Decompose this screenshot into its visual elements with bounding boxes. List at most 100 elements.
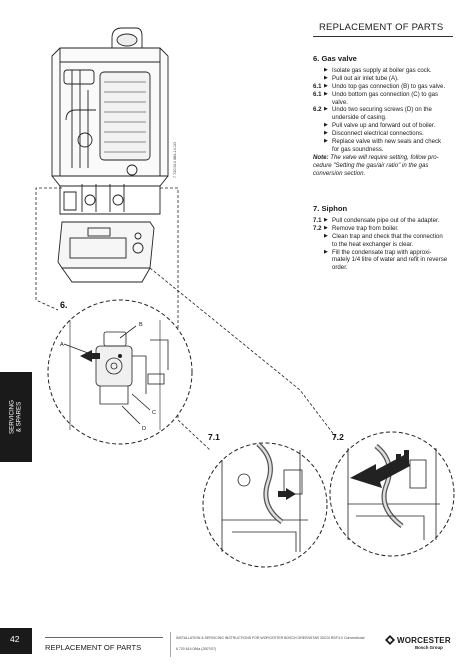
- step-text: Fill the condensate trap with approxi-: [332, 248, 432, 256]
- step-text: valve.: [332, 98, 348, 106]
- step-text: Remove trap from boiler.: [332, 224, 399, 232]
- step-line: 7.1▶ Pull condensate pipe out of the adap…: [313, 217, 455, 225]
- footer-document-code: 6 720 614 084a (2007/07): [176, 647, 217, 651]
- footer-rule: [45, 637, 163, 638]
- pull-arrow: [278, 488, 296, 500]
- step-line: valve.: [313, 99, 455, 107]
- detail-72-label: 7.2: [332, 432, 344, 442]
- callout-line-6: [35, 187, 62, 311]
- callout-line-72: [149, 267, 339, 441]
- step-line: ▶ Clean trap and check that the connectio…: [313, 233, 455, 241]
- step-line: 6.1▶ Undo bottom gas connection (C) to ga…: [313, 91, 455, 99]
- worcester-logo-icon: [385, 635, 395, 645]
- step-line: ▶ Isolate gas supply at boiler gas cock.: [313, 67, 455, 75]
- section-gas-valve: 6. Gas valve ▶ Isolate gas supply at boil…: [313, 55, 455, 178]
- bullet-triangle-icon: ▶: [324, 106, 328, 113]
- brand-subtitle: Bosch Group: [415, 645, 443, 650]
- step-text: Pull out air inlet tube (A).: [332, 74, 399, 82]
- detail-6-label: 6.: [60, 300, 68, 310]
- footer-section-title: REPLACEMENT OF PARTS: [45, 643, 142, 652]
- removal-arrow: [80, 350, 100, 362]
- page-header-title: REPLACEMENT OF PARTS: [319, 22, 444, 33]
- step-line: 7.2▶ Remove trap from boiler.: [313, 225, 455, 233]
- figure-reference: 7 720 614 084-14.1O: [173, 142, 177, 178]
- worcester-logo: WORCESTER Bosch Group: [385, 635, 451, 650]
- section-heading-siphon: 7. Siphon: [313, 204, 348, 213]
- step-line: underside of casing.: [313, 114, 455, 122]
- bullet-triangle-icon: ▶: [324, 138, 328, 145]
- label-b: B: [139, 322, 143, 328]
- step-line: ▶ Disconnect electrical connections.: [313, 130, 455, 138]
- flue-collar: [116, 33, 138, 47]
- label-c: C: [152, 410, 156, 416]
- step-text: to the heat exchanger is clear.: [332, 240, 414, 248]
- step-line: 6.2▶ Undo two securing screws (D) on the: [313, 106, 455, 114]
- step-number: 6.1: [313, 90, 322, 98]
- bullet-triangle-icon: ▶: [324, 90, 328, 97]
- bullet-triangle-icon: ▶: [324, 248, 328, 255]
- step-line: ▶ Pull out air inlet tube (A).: [313, 75, 455, 83]
- step-text: Disconnect electrical connections.: [332, 130, 424, 138]
- step-text: Pull valve up and forward out of boiler.: [332, 122, 436, 130]
- bullet-triangle-icon: ▶: [324, 130, 328, 137]
- bullet-triangle-icon: ▶: [324, 122, 328, 129]
- step-text: mately 1/4 litre of water and refit in r…: [332, 256, 448, 264]
- step-text: Replace valve with new seals and check: [332, 138, 442, 146]
- label-d: D: [142, 426, 146, 432]
- note-line: conversion section.: [313, 169, 366, 177]
- step-line: for gas soundness.: [313, 146, 455, 154]
- internal-pipes: [65, 70, 96, 168]
- page-number: 42: [10, 634, 20, 644]
- step-text: for gas soundness.: [332, 145, 384, 153]
- heat-exchanger: [99, 71, 151, 161]
- gas-valve-note: Note: The valve will require setting, fo…: [313, 154, 455, 178]
- gas-valve-body: [95, 345, 133, 387]
- detail-72-circle: [329, 431, 455, 557]
- step-number: 7.2: [313, 224, 322, 232]
- side-tab: SERVICING & SPARES: [0, 372, 32, 462]
- detail-71-label: 7.1: [208, 432, 220, 442]
- expansion-vessel: [63, 69, 95, 85]
- bullet-triangle-icon: ▶: [324, 74, 328, 81]
- step-number: 6.1: [313, 82, 322, 90]
- step-text: Undo bottom gas connection (C) to gas: [332, 90, 439, 98]
- bullet-triangle-icon: ▶: [324, 232, 328, 239]
- step-text: order.: [332, 264, 348, 272]
- step-number: 7.1: [313, 216, 322, 224]
- trap-arrow: [350, 454, 410, 488]
- step-text: Undo top gas connection (B) to gas valve…: [332, 82, 446, 90]
- step-number: 6.2: [313, 106, 322, 114]
- step-text: Isolate gas supply at boiler gas cock.: [332, 66, 432, 74]
- section-heading-gas-valve: 6. Gas valve: [313, 54, 357, 63]
- bullet-triangle-icon: ▶: [324, 66, 328, 73]
- brand-name: WORCESTER: [397, 636, 451, 645]
- footer-document-title: INSTALLATION & SERVICING INSTRUCTIONS FO…: [176, 636, 365, 640]
- bullet-triangle-icon: ▶: [324, 224, 328, 231]
- footer-page-tab: [0, 628, 32, 654]
- siphon-steps: 7.1▶Pull condensate pipe out of the adap…: [313, 217, 455, 272]
- footer-separator: [170, 632, 171, 657]
- step-text: Clean trap and check that the connection: [332, 232, 443, 240]
- step-text: Undo two securing screws (D) on the: [332, 106, 432, 114]
- note-label: Note:: [313, 153, 329, 161]
- step-line: mately 1/4 litre of water and refit in r…: [313, 256, 455, 264]
- label-a: A: [60, 342, 64, 348]
- step-line: to the heat exchanger is clear.: [313, 241, 455, 249]
- bullet-triangle-icon: ▶: [324, 216, 328, 223]
- step-line: ▶ Replace valve with new seals and check: [313, 138, 455, 146]
- step-line: ▶ Pull valve up and forward out of boiler…: [313, 122, 455, 130]
- gas-valve-steps: ▶Isolate gas supply at boiler gas cock.▶…: [313, 67, 455, 154]
- bullet-triangle-icon: ▶: [324, 82, 328, 89]
- step-text: underside of casing.: [332, 114, 387, 122]
- note-line: cedure "Setting the gas/air ratio" in th…: [313, 161, 429, 169]
- note-line: The valve will require setting, follow p…: [328, 153, 439, 161]
- step-text: Pull condensate pipe out of the adapter.: [332, 216, 440, 224]
- step-line: ▶ Fill the condensate trap with approxi-: [313, 249, 455, 257]
- header-rule: [313, 36, 453, 37]
- step-line: order.: [313, 264, 455, 272]
- step-line: 6.1▶ Undo top gas connection (B) to gas v…: [313, 83, 455, 91]
- section-siphon: 7. Siphon 7.1▶Pull condensate pipe out o…: [313, 205, 455, 272]
- control-panel: [57, 221, 155, 269]
- flue-pipe: [111, 27, 143, 52]
